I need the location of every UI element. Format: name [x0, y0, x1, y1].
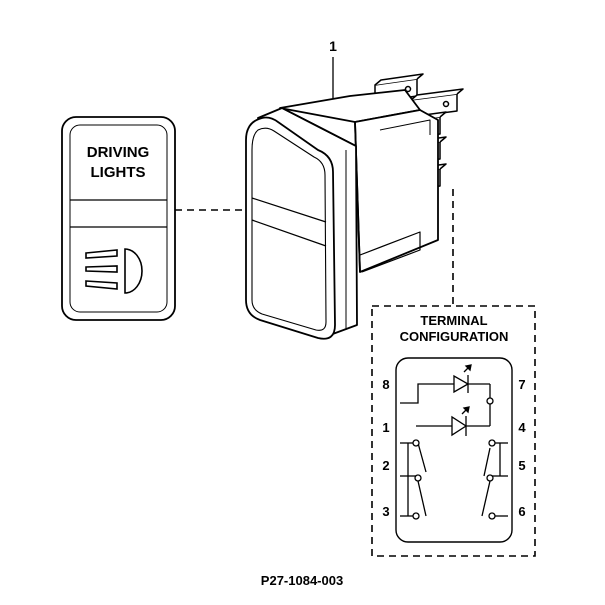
terminal-title-line1: TERMINAL [420, 313, 487, 328]
switch-body-isometric [245, 73, 464, 340]
callout-number: 1 [329, 38, 337, 54]
pin-label-3: 3 [382, 504, 389, 519]
terminal-inner-outline [395, 357, 513, 543]
terminal-title-line2: CONFIGURATION [400, 329, 509, 344]
housing-side-face [354, 109, 439, 273]
pin-label-7: 7 [518, 377, 525, 392]
pin-label-4: 4 [518, 420, 526, 435]
terminal-configuration-box: TERMINAL CONFIGURATION [371, 305, 536, 557]
housing-top-face [279, 89, 421, 123]
rocker-label-line2: LIGHTS [91, 164, 146, 181]
terminal-contacts [412, 397, 496, 520]
rocker-cap-front-view: DRIVING LIGHTS [61, 116, 176, 321]
led-diode-icon [451, 415, 468, 437]
led-diode-icon [453, 374, 470, 394]
rocker-face [245, 116, 336, 340]
pin-label-6: 6 [518, 504, 525, 519]
pin-label-2: 2 [382, 458, 389, 473]
rocker-cap-inner-outline [69, 124, 168, 313]
pin-label-8: 8 [382, 377, 389, 392]
pin-label-5: 5 [518, 458, 525, 473]
part-number: P27-1084-003 [261, 573, 343, 588]
rocker-label-line1: DRIVING [87, 144, 150, 161]
driving-light-icon [85, 248, 143, 294]
pin-label-1: 1 [382, 420, 389, 435]
